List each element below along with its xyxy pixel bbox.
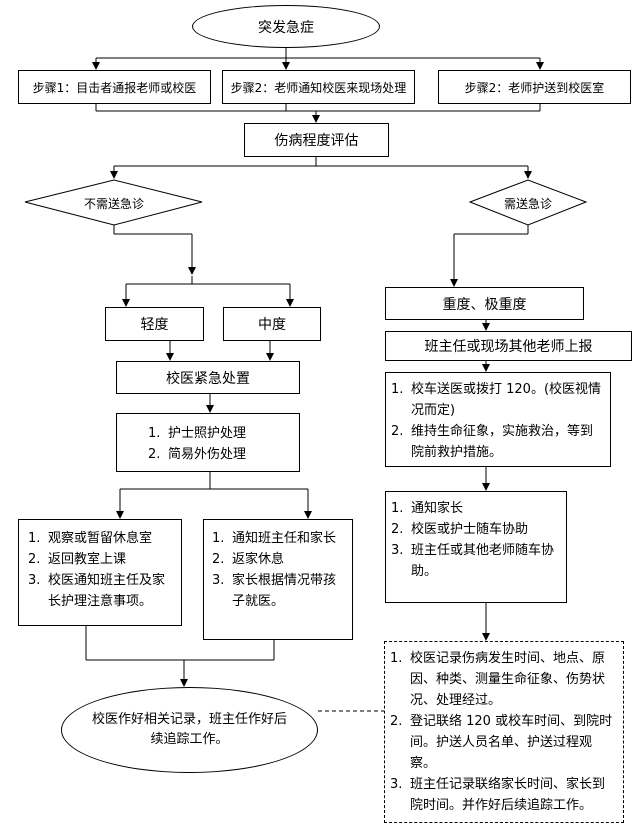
moderate-label: 中度 bbox=[258, 317, 286, 333]
notify-home-item: 2.返家休息 bbox=[212, 552, 285, 567]
notify-parent-item: 1.通知家长 bbox=[391, 501, 464, 516]
transport-item: 1.校车送医或拨打 120。(校医视情况而定) bbox=[391, 382, 602, 418]
records-item: 3.班主任记录联络家长时间、家长到院时间。并作好后续追踪工作。 bbox=[390, 777, 606, 813]
notify-parent-node: 1.通知家长 2.校医或护士随车协助 3.班主任或其他老师随车协助。 bbox=[385, 491, 567, 603]
start-label: 突发急症 bbox=[258, 19, 314, 36]
notify-home-item: 3.家长根据情况带孩子就医。 bbox=[212, 573, 337, 609]
final-node: 校医作好相关记录，班主任作好后续追踪工作。 bbox=[61, 687, 318, 773]
report-label: 班主任或现场其他老师上报 bbox=[424, 339, 593, 355]
notify-parent-item: 2.校医或护士随车协助 bbox=[391, 522, 529, 537]
school-emergency-node: 校医紧急处置 bbox=[116, 361, 300, 394]
records-item: 1.校医记录伤病发生时间、地点、原因、种类、测量生命征象、伤势状况、处理经过。 bbox=[390, 651, 606, 708]
report-node: 班主任或现场其他老师上报 bbox=[385, 331, 632, 361]
decision-yes-shape bbox=[468, 179, 588, 226]
notify-parent-item: 3.班主任或其他老师随车协助。 bbox=[391, 543, 555, 579]
step-1-label: 步骤1：目击者通报老师或校医 bbox=[32, 80, 197, 95]
mild-node: 轻度 bbox=[105, 307, 204, 341]
records-item: 2.登记联络 120 或校车时间、到院时间。护送人员名单、护送过程观察。 bbox=[390, 714, 613, 771]
assess-node: 伤病程度评估 bbox=[244, 123, 389, 157]
final-label: 校医作好相关记录，班主任作好后续追踪工作。 bbox=[91, 712, 287, 747]
mild-label: 轻度 bbox=[140, 317, 169, 333]
observe-node: 1.观察或暂留休息室 2.返回教室上课 3.校医通知班主任及家长护理注意事项。 bbox=[18, 519, 182, 626]
observe-item: 3.校医通知班主任及家长护理注意事项。 bbox=[28, 573, 166, 609]
school-emergency-label: 校医紧急处置 bbox=[166, 370, 250, 387]
start-node: 突发急症 bbox=[192, 5, 380, 48]
transport-node: 1.校车送医或拨打 120。(校医视情况而定) 2.维持生命征象，实施救治，等到… bbox=[385, 372, 611, 467]
step-2-node: 步骤2：老师通知校医来现场处理 bbox=[222, 70, 415, 104]
transport-item: 2.维持生命征象，实施救治，等到院前救护措施。 bbox=[391, 424, 594, 460]
decision-no-label: 不需送急诊 bbox=[83, 197, 144, 211]
step-2-label: 步骤2：老师通知校医来现场处理 bbox=[230, 80, 407, 95]
notify-home-node: 1.通知班主任和家长 2.返家休息 3.家长根据情况带孩子就医。 bbox=[203, 519, 353, 640]
severe-node: 重度、极重度 bbox=[385, 287, 584, 320]
observe-item: 1.观察或暂留休息室 bbox=[28, 531, 153, 546]
decision-yes-label: 需送急诊 bbox=[503, 197, 552, 211]
severe-label: 重度、极重度 bbox=[442, 296, 527, 313]
nurse-care-item: 1.护士照护处理 bbox=[148, 426, 247, 441]
step-3-label: 步骤2：老师护送到校医室 bbox=[464, 80, 605, 95]
notify-home-item: 1.通知班主任和家长 bbox=[212, 531, 337, 546]
nurse-care-node: 1.护士照护处理 2.简易外伤处理 bbox=[116, 413, 300, 472]
step-3-node: 步骤2：老师护送到校医室 bbox=[438, 70, 631, 104]
records-node: 1.校医记录伤病发生时间、地点、原因、种类、测量生命征象、伤势状况、处理经过。 … bbox=[384, 641, 624, 823]
assess-label: 伤病程度评估 bbox=[274, 133, 359, 149]
nurse-care-item: 2.简易外伤处理 bbox=[148, 447, 247, 462]
observe-item: 2.返回教室上课 bbox=[28, 552, 127, 567]
decision-no-shape bbox=[24, 179, 203, 226]
moderate-node: 中度 bbox=[223, 307, 321, 341]
step-1-node: 步骤1：目击者通报老师或校医 bbox=[18, 70, 211, 104]
